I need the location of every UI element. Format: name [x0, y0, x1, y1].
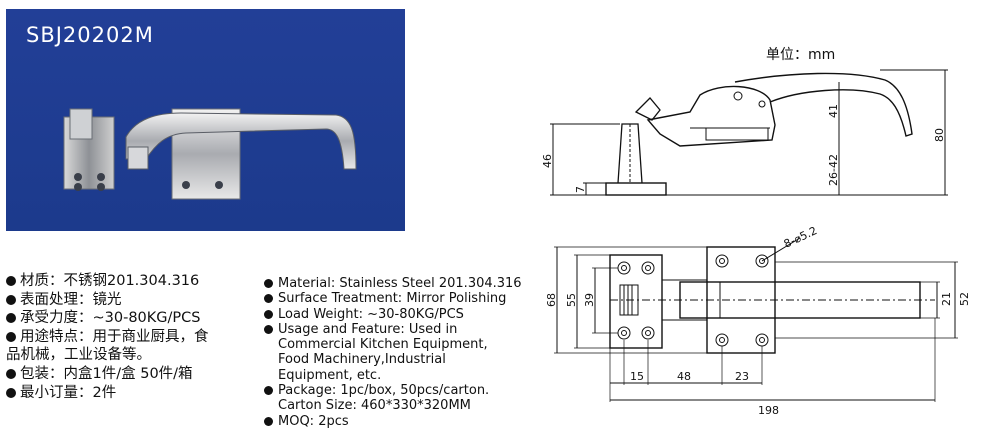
dim-48: 48: [677, 370, 691, 383]
spec-en-package-cont: Carton Size: 460*330*320MM: [278, 398, 471, 414]
spec-en-load: Load Weight: ~30-80KG/PCS: [264, 307, 522, 322]
spec-cn-package: 包装：内盒1件/盒 50件/箱: [6, 365, 209, 384]
dim-15: 15: [630, 370, 644, 383]
spec-en-usage: Usage and Feature: Used in: [264, 322, 522, 337]
dim-39: 39: [583, 293, 596, 307]
dim-hole-label: 8-⌀5.2: [782, 224, 819, 251]
dim-23: 23: [735, 370, 749, 383]
dim-80: 80: [933, 128, 946, 142]
spec-cn-surface: 表面处理：镜光: [6, 291, 209, 310]
side-view: 46 7 80 41 26-42: [541, 69, 948, 196]
spec-cn-load: 承受力度：~30-80KG/PCS: [6, 309, 209, 328]
spec-list-chinese: 材质：不锈钢201.304.316 表面处理：镜光 承受力度：~30-80KG/…: [6, 272, 209, 402]
handle: [125, 112, 357, 170]
dim-41: 41: [827, 104, 840, 118]
spec-en-usage-cont-1: Commercial Kitchen Equipment,: [278, 337, 488, 353]
top-view: 8-⌀5.2 68 55 39 21 52 15 48 23 198: [545, 224, 971, 417]
spec-list-english: Material: Stainless Steel 201.304.316 Su…: [264, 276, 522, 429]
dim-198: 198: [758, 404, 779, 417]
spec-cn-material: 材质：不锈钢201.304.316: [6, 272, 209, 291]
spec-cn-moq: 最小订量：2件: [6, 384, 209, 403]
dim-46: 46: [541, 154, 554, 168]
spec-cn-usage-cont: 品机械，工业设备等。: [6, 347, 151, 364]
spec-en-usage-cont-2: Food Machinery,Industrial: [278, 352, 446, 368]
spec-en-usage-cont-3: Equipment, etc.: [278, 367, 382, 383]
spec-en-moq: MOQ: 2pcs: [264, 414, 522, 429]
dim-68: 68: [545, 293, 558, 307]
model-title: SBJ20202M: [26, 23, 154, 47]
dim-52: 52: [958, 292, 971, 306]
spec-en-material: Material: Stainless Steel 201.304.316: [264, 276, 522, 291]
dim-55: 55: [565, 293, 578, 307]
dim-26-42: 26-42: [827, 154, 840, 186]
keeper-part: [63, 108, 115, 191]
spec-cn-usage: 用途特点：用于商业厨具，食: [6, 328, 209, 347]
dim-21: 21: [940, 292, 953, 306]
dim-7: 7: [574, 186, 587, 193]
spec-en-package: Package: 1pc/box, 50pcs/carton.: [264, 383, 522, 398]
unit-note: 单位：mm: [766, 47, 836, 63]
product-photo-panel: SBJ20202M: [6, 9, 405, 231]
latch-photo: [63, 108, 357, 200]
spec-en-surface: Surface Treatment: Mirror Polishing: [264, 291, 522, 306]
